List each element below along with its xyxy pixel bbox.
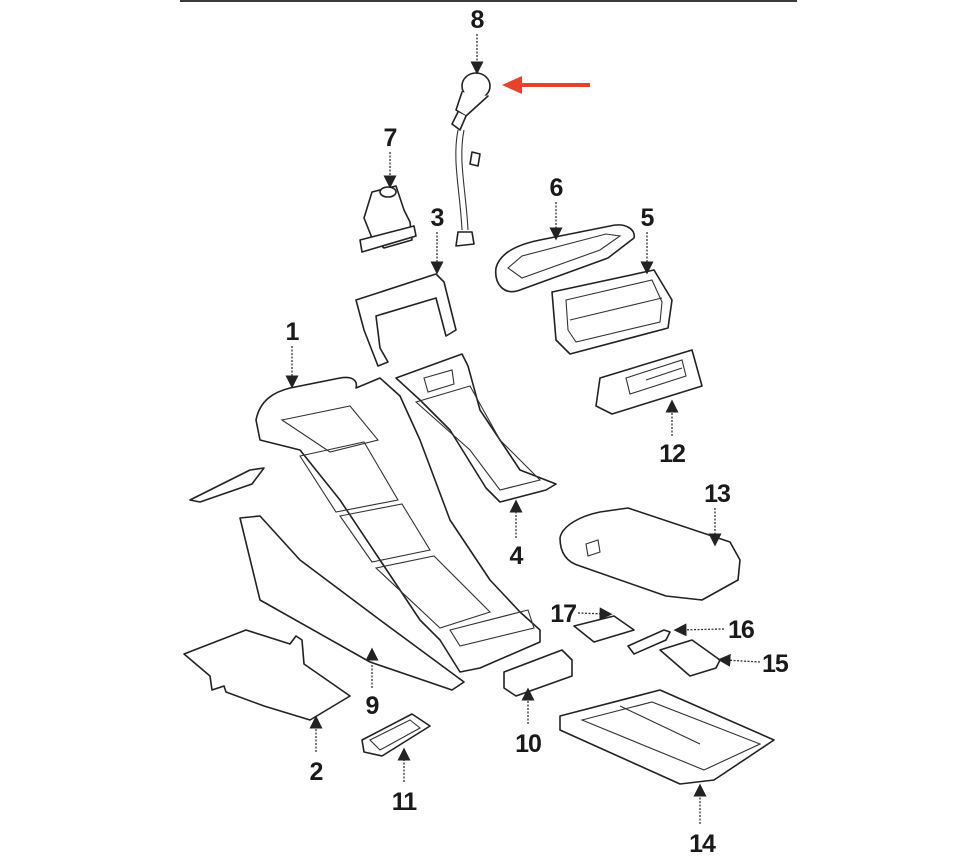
callout-1[interactable]: 1 — [286, 318, 301, 346]
part-4-trim-panel[interactable] — [395, 353, 557, 503]
part-11-small-vent[interactable] — [361, 713, 431, 757]
highlight-arrow — [502, 76, 590, 94]
callout-7[interactable]: 7 — [384, 124, 398, 152]
leader-lines — [285, 34, 761, 824]
part-3-bracket[interactable] — [355, 273, 457, 367]
callout-13[interactable]: 13 — [704, 480, 731, 508]
callout-2[interactable]: 2 — [310, 758, 324, 786]
callout-4[interactable]: 4 — [510, 542, 525, 570]
part-5-vent[interactable] — [551, 269, 673, 355]
part-10-small-box[interactable] — [503, 649, 573, 697]
callout-12[interactable]: 12 — [659, 440, 686, 468]
callout-6[interactable]: 6 — [550, 174, 564, 202]
part-9-side-panel[interactable] — [239, 515, 465, 691]
callout-5[interactable]: 5 — [641, 204, 656, 232]
part-17-pad[interactable] — [573, 615, 635, 643]
callout-9[interactable]: 9 — [366, 692, 380, 720]
callout-17[interactable]: 17 — [550, 600, 577, 628]
part-1-console-body[interactable] — [189, 376, 541, 673]
callout-16[interactable]: 16 — [728, 616, 755, 644]
callout-11[interactable]: 11 — [392, 788, 419, 816]
part-8-socket[interactable] — [451, 72, 491, 247]
callout-15[interactable]: 15 — [762, 650, 790, 678]
callout-10[interactable]: 10 — [515, 730, 542, 758]
callout-labels: 8 7 3 6 5 1 12 13 4 9 2 11 10 14 17 16 1… — [286, 6, 790, 858]
callout-14[interactable]: 14 — [689, 830, 717, 858]
part-14-tray[interactable] — [559, 689, 775, 785]
part-12-control-unit[interactable] — [595, 349, 703, 415]
part-7-switch[interactable] — [359, 185, 417, 253]
part-13-armrest-lid[interactable] — [559, 507, 741, 601]
part-2-floor-plate[interactable] — [183, 629, 351, 721]
callout-3[interactable]: 3 — [431, 204, 445, 232]
part-15-bracket-plate[interactable] — [659, 639, 721, 677]
part-16-strip[interactable] — [627, 629, 671, 655]
callout-8[interactable]: 8 — [471, 6, 486, 34]
part-6-vent-frame[interactable] — [495, 224, 635, 293]
